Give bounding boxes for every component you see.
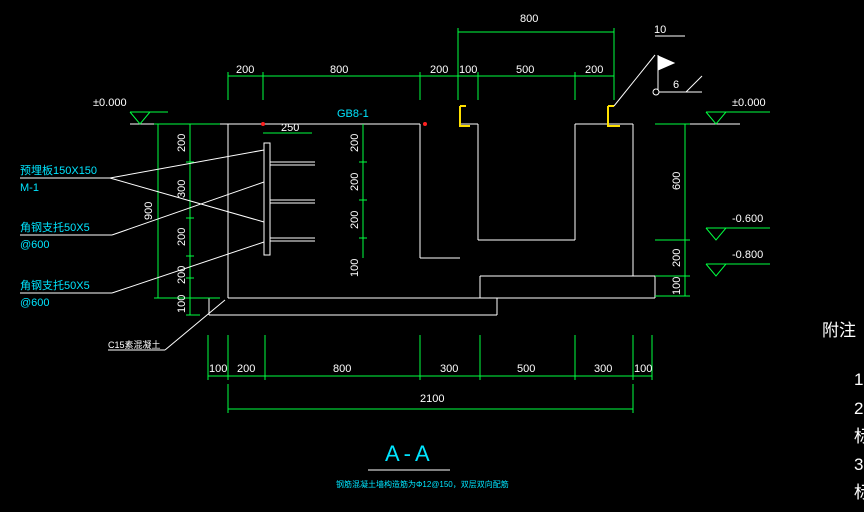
dim-bottom-3: 800 xyxy=(333,363,351,375)
beam-label: GB8-1 xyxy=(337,108,369,120)
dim-left-3: 200 xyxy=(176,228,188,246)
dim-inner-v1: 200 xyxy=(349,134,361,152)
section-title: A-A xyxy=(385,441,434,466)
dim-bottom-4: 300 xyxy=(440,363,458,375)
dim-bottom-5: 500 xyxy=(517,363,535,375)
dim-left-5: 100 xyxy=(176,295,188,313)
note-item-5: 标 xyxy=(854,483,864,502)
dim-inner-v4: 100 xyxy=(349,259,361,277)
dim-top-1: 200 xyxy=(236,64,254,76)
dim-left-4: 200 xyxy=(176,266,188,284)
callout-angle-1: 角钢支托50X5 xyxy=(20,220,90,234)
dim-right-2: 200 xyxy=(671,249,683,267)
beam-markers xyxy=(261,122,427,126)
dim-left-2: 300 xyxy=(176,180,188,198)
structure-outline xyxy=(130,123,740,316)
dim-top-6: 200 xyxy=(585,64,603,76)
notes-heading: 附注 xyxy=(822,321,856,340)
callout-embed-code: M-1 xyxy=(20,182,39,194)
note-item-1: 1. xyxy=(854,370,864,389)
channel-sections xyxy=(459,105,620,127)
elev-right-mid: -0.600 xyxy=(732,213,763,225)
callout-angle-1-spacing: @600 xyxy=(20,239,50,251)
dim-top-4: 100 xyxy=(459,64,477,76)
callout-angle-2: 角钢支托50X5 xyxy=(20,278,90,292)
dim-bottom-overall: 2100 xyxy=(420,393,444,405)
callout-angle-2-spacing: @600 xyxy=(20,297,50,309)
dim-bottom-6: 300 xyxy=(594,363,612,375)
weld-flag-symbol xyxy=(613,35,703,107)
note-item-2: 2. xyxy=(854,399,864,418)
dim-top-2: 800 xyxy=(330,64,348,76)
dim-inner-250: 250 xyxy=(281,122,299,134)
elev-right-low: -0.800 xyxy=(732,249,763,261)
dim-bottom-1: 100 xyxy=(209,363,227,375)
dim-inner-v2: 200 xyxy=(349,173,361,191)
dim-right-1: 600 xyxy=(671,172,683,190)
dim-left-1: 200 xyxy=(176,134,188,152)
note-item-3: 标 xyxy=(854,427,864,446)
dim-bottom-7: 100 xyxy=(634,363,652,375)
callout-embed-plate: 预埋板150X150 xyxy=(20,163,97,177)
dim-left-outer: 900 xyxy=(143,202,155,220)
section-subtitle: 钢筋混凝土墙构造筋为Φ12@150，双层双向配筋 xyxy=(336,479,509,489)
dim-top-3: 200 xyxy=(430,64,448,76)
flag-small-label: 6 xyxy=(673,79,679,91)
callout-concrete: C15素混凝土 xyxy=(108,339,161,350)
dim-inner-v3: 200 xyxy=(349,211,361,229)
dim-right-3: 100 xyxy=(671,277,683,295)
angle-supports xyxy=(263,142,315,256)
elev-left-top: ±0.000 xyxy=(93,97,127,109)
flag-number-label: 10 xyxy=(654,24,666,36)
note-item-4: 3. xyxy=(854,455,864,474)
dim-top-5: 500 xyxy=(516,64,534,76)
dim-top-overall: 800 xyxy=(520,13,538,25)
callout-leaders xyxy=(20,149,265,351)
dim-bottom-2: 200 xyxy=(237,363,255,375)
elev-right-top: ±0.000 xyxy=(732,97,766,109)
dimension-lines xyxy=(129,28,770,413)
